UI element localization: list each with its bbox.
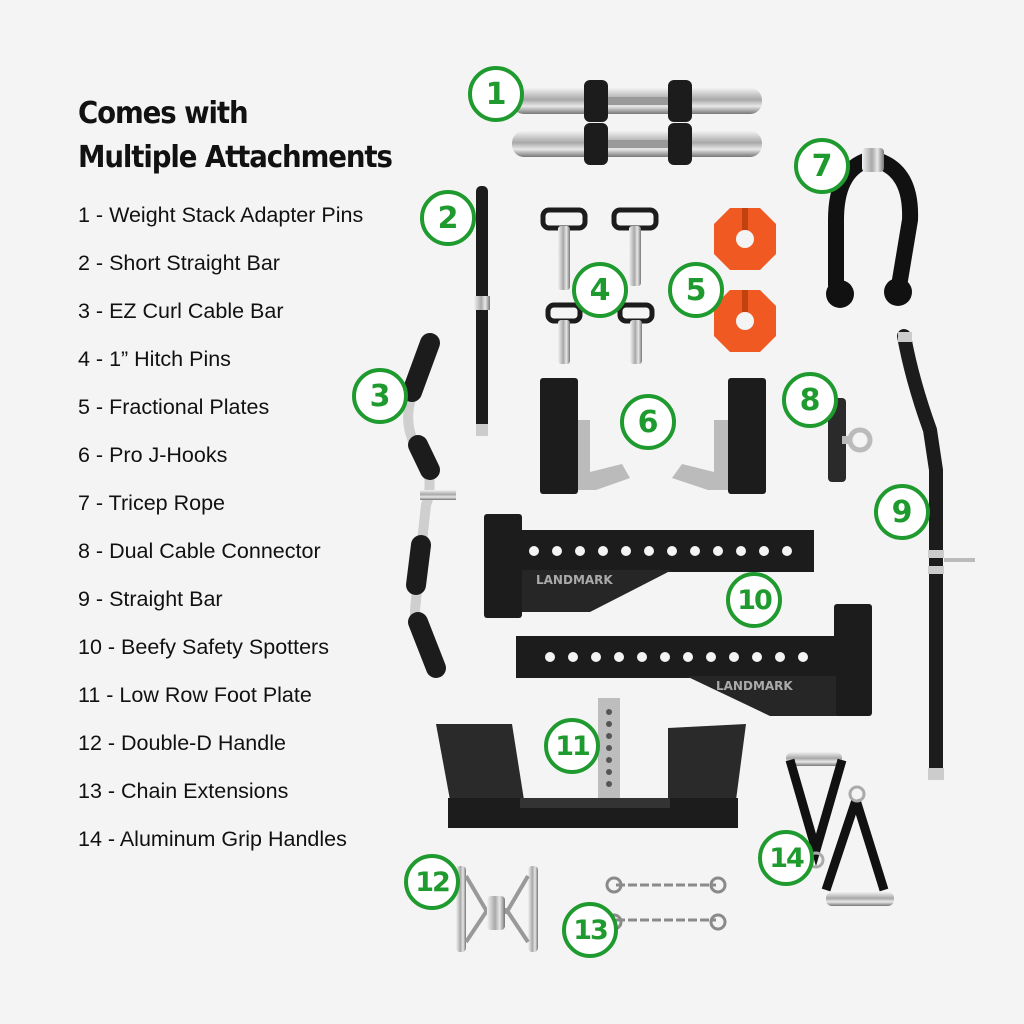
badge-13: 13 <box>562 902 618 958</box>
spotter-hole <box>552 546 562 556</box>
badge-6: 6 <box>620 394 676 450</box>
badge-7: 7 <box>794 138 850 194</box>
list-item: 6 - Pro J-Hooks <box>78 443 228 467</box>
list-item: 5 - Fractional Plates <box>78 395 270 419</box>
badge-3: 3 <box>352 368 408 424</box>
chain-extensions <box>605 876 727 931</box>
spotter-hole <box>729 652 739 662</box>
spotter-hole <box>614 652 624 662</box>
list-item: 14 - Aluminum Grip Handles <box>78 827 347 851</box>
spotter-hole <box>575 546 585 556</box>
hitch-pins <box>540 207 659 364</box>
ez-curl-cable-bar <box>402 333 456 678</box>
heading: Comes with Multiple Attachments <box>78 92 393 180</box>
badge-5: 5 <box>668 262 724 318</box>
spotter-brand-text-2: LANDMARK <box>716 679 793 693</box>
list-item: 11 - Low Row Foot Plate <box>78 683 312 707</box>
spotter-hole <box>752 652 762 662</box>
spotter-hole <box>660 652 670 662</box>
pro-j-hooks <box>540 378 766 494</box>
badge-4: 4 <box>572 262 628 318</box>
spotter-brand-text: LANDMARK <box>536 573 613 587</box>
list-item: 12 - Double-D Handle <box>78 731 286 755</box>
spotter-hole <box>529 546 539 556</box>
foot-plate-hole <box>606 709 612 715</box>
foot-plate-hole <box>606 721 612 727</box>
fractional-plates <box>714 208 776 352</box>
list-item: 13 - Chain Extensions <box>78 779 289 803</box>
list-item: 9 - Straight Bar <box>78 587 223 611</box>
spotter-hole <box>667 546 677 556</box>
spotter-hole <box>713 546 723 556</box>
spotter-hole <box>690 546 700 556</box>
list-item: 3 - EZ Curl Cable Bar <box>78 299 284 323</box>
badge-12: 12 <box>404 854 460 910</box>
badge-1: 1 <box>468 66 524 122</box>
weight-stack-adapter-pins <box>512 80 762 165</box>
spotter-hole <box>637 652 647 662</box>
badge-11: 11 <box>544 718 600 774</box>
spotter-hole <box>568 652 578 662</box>
spotter-hole <box>782 546 792 556</box>
spotter-hole <box>545 652 555 662</box>
straight-bar <box>897 329 975 780</box>
foot-plate-hole <box>606 757 612 763</box>
spotter-hole <box>644 546 654 556</box>
dual-cable-connector <box>828 398 873 482</box>
badge-8: 8 <box>782 372 838 428</box>
attachment-list: 1 - Weight Stack Adapter Pins 2 - Short … <box>78 198 363 870</box>
badge-14: 14 <box>758 830 814 886</box>
low-row-foot-plate <box>436 698 746 828</box>
foot-plate-hole <box>606 733 612 739</box>
list-item: 10 - Beefy Safety Spotters <box>78 635 329 659</box>
spotter-hole <box>706 652 716 662</box>
spotter-hole <box>759 546 769 556</box>
double-d-handle <box>456 866 538 952</box>
badge-10: 10 <box>726 572 782 628</box>
list-item: 4 - 1” Hitch Pins <box>78 347 231 371</box>
aluminum-grip-handles <box>785 752 894 906</box>
list-item: 2 - Short Straight Bar <box>78 251 280 275</box>
badge-2: 2 <box>420 190 476 246</box>
short-straight-bar <box>474 186 490 436</box>
spotter-hole <box>621 546 631 556</box>
spotter-hole <box>775 652 785 662</box>
foot-plate-hole <box>606 745 612 751</box>
spotter-hole <box>591 652 601 662</box>
spotter-hole <box>798 652 808 662</box>
foot-plate-hole <box>606 781 612 787</box>
spotter-hole <box>598 546 608 556</box>
spotter-hole <box>683 652 693 662</box>
list-item: 8 - Dual Cable Connector <box>78 539 321 563</box>
spotter-hole <box>736 546 746 556</box>
heading-line-2: Multiple Attachments <box>78 140 393 175</box>
list-item: 7 - Tricep Rope <box>78 491 225 515</box>
safety-spotters: LANDMARK LANDMARK <box>484 514 872 716</box>
heading-line-1: Comes with <box>78 96 249 131</box>
badge-9: 9 <box>874 484 930 540</box>
list-item: 1 - Weight Stack Adapter Pins <box>78 203 364 227</box>
foot-plate-hole <box>606 769 612 775</box>
